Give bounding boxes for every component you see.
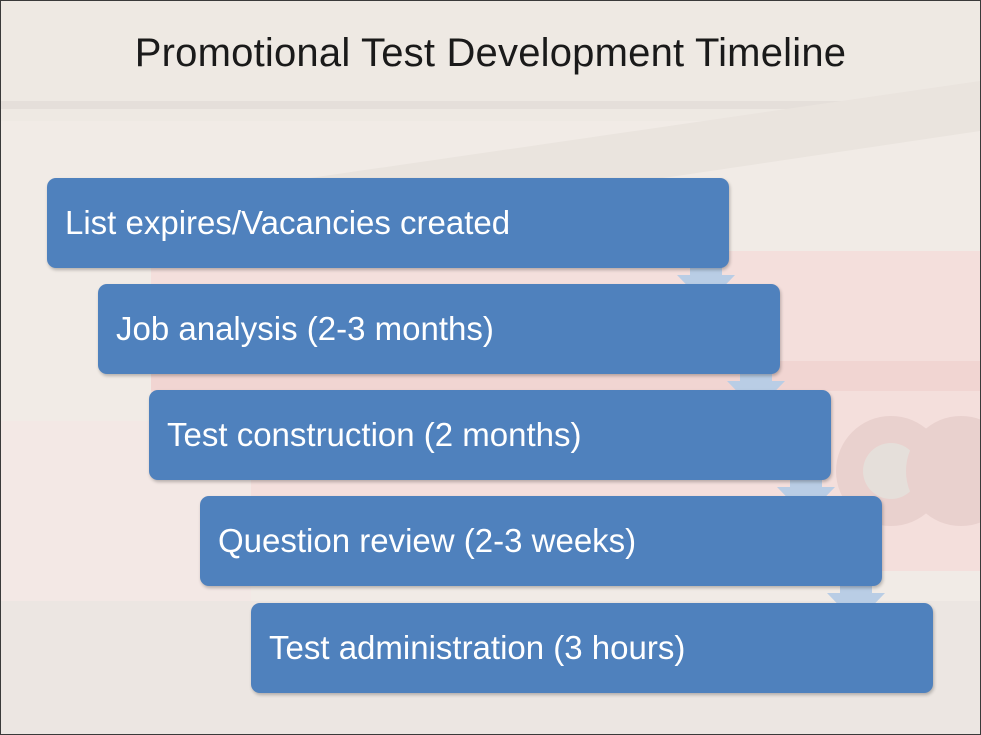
step-box-test-administration: Test administration (3 hours): [251, 603, 933, 693]
step-label: Job analysis (2-3 months): [116, 310, 494, 347]
step-label: List expires/Vacancies created: [65, 204, 511, 241]
step-box-test-construction: Test construction (2 months): [149, 390, 831, 480]
step-label: Question review (2-3 weeks): [218, 522, 637, 559]
step-box-list-expires: List expires/Vacancies created: [47, 178, 729, 268]
step-box-question-review: Question review (2-3 weeks): [200, 496, 882, 586]
step-box-job-analysis: Job analysis (2-3 months): [98, 284, 780, 374]
step-label: Test administration (3 hours): [269, 629, 686, 666]
step-label: Test construction (2 months): [167, 416, 582, 453]
slide-title: Promotional Test Development Timeline: [134, 31, 847, 75]
